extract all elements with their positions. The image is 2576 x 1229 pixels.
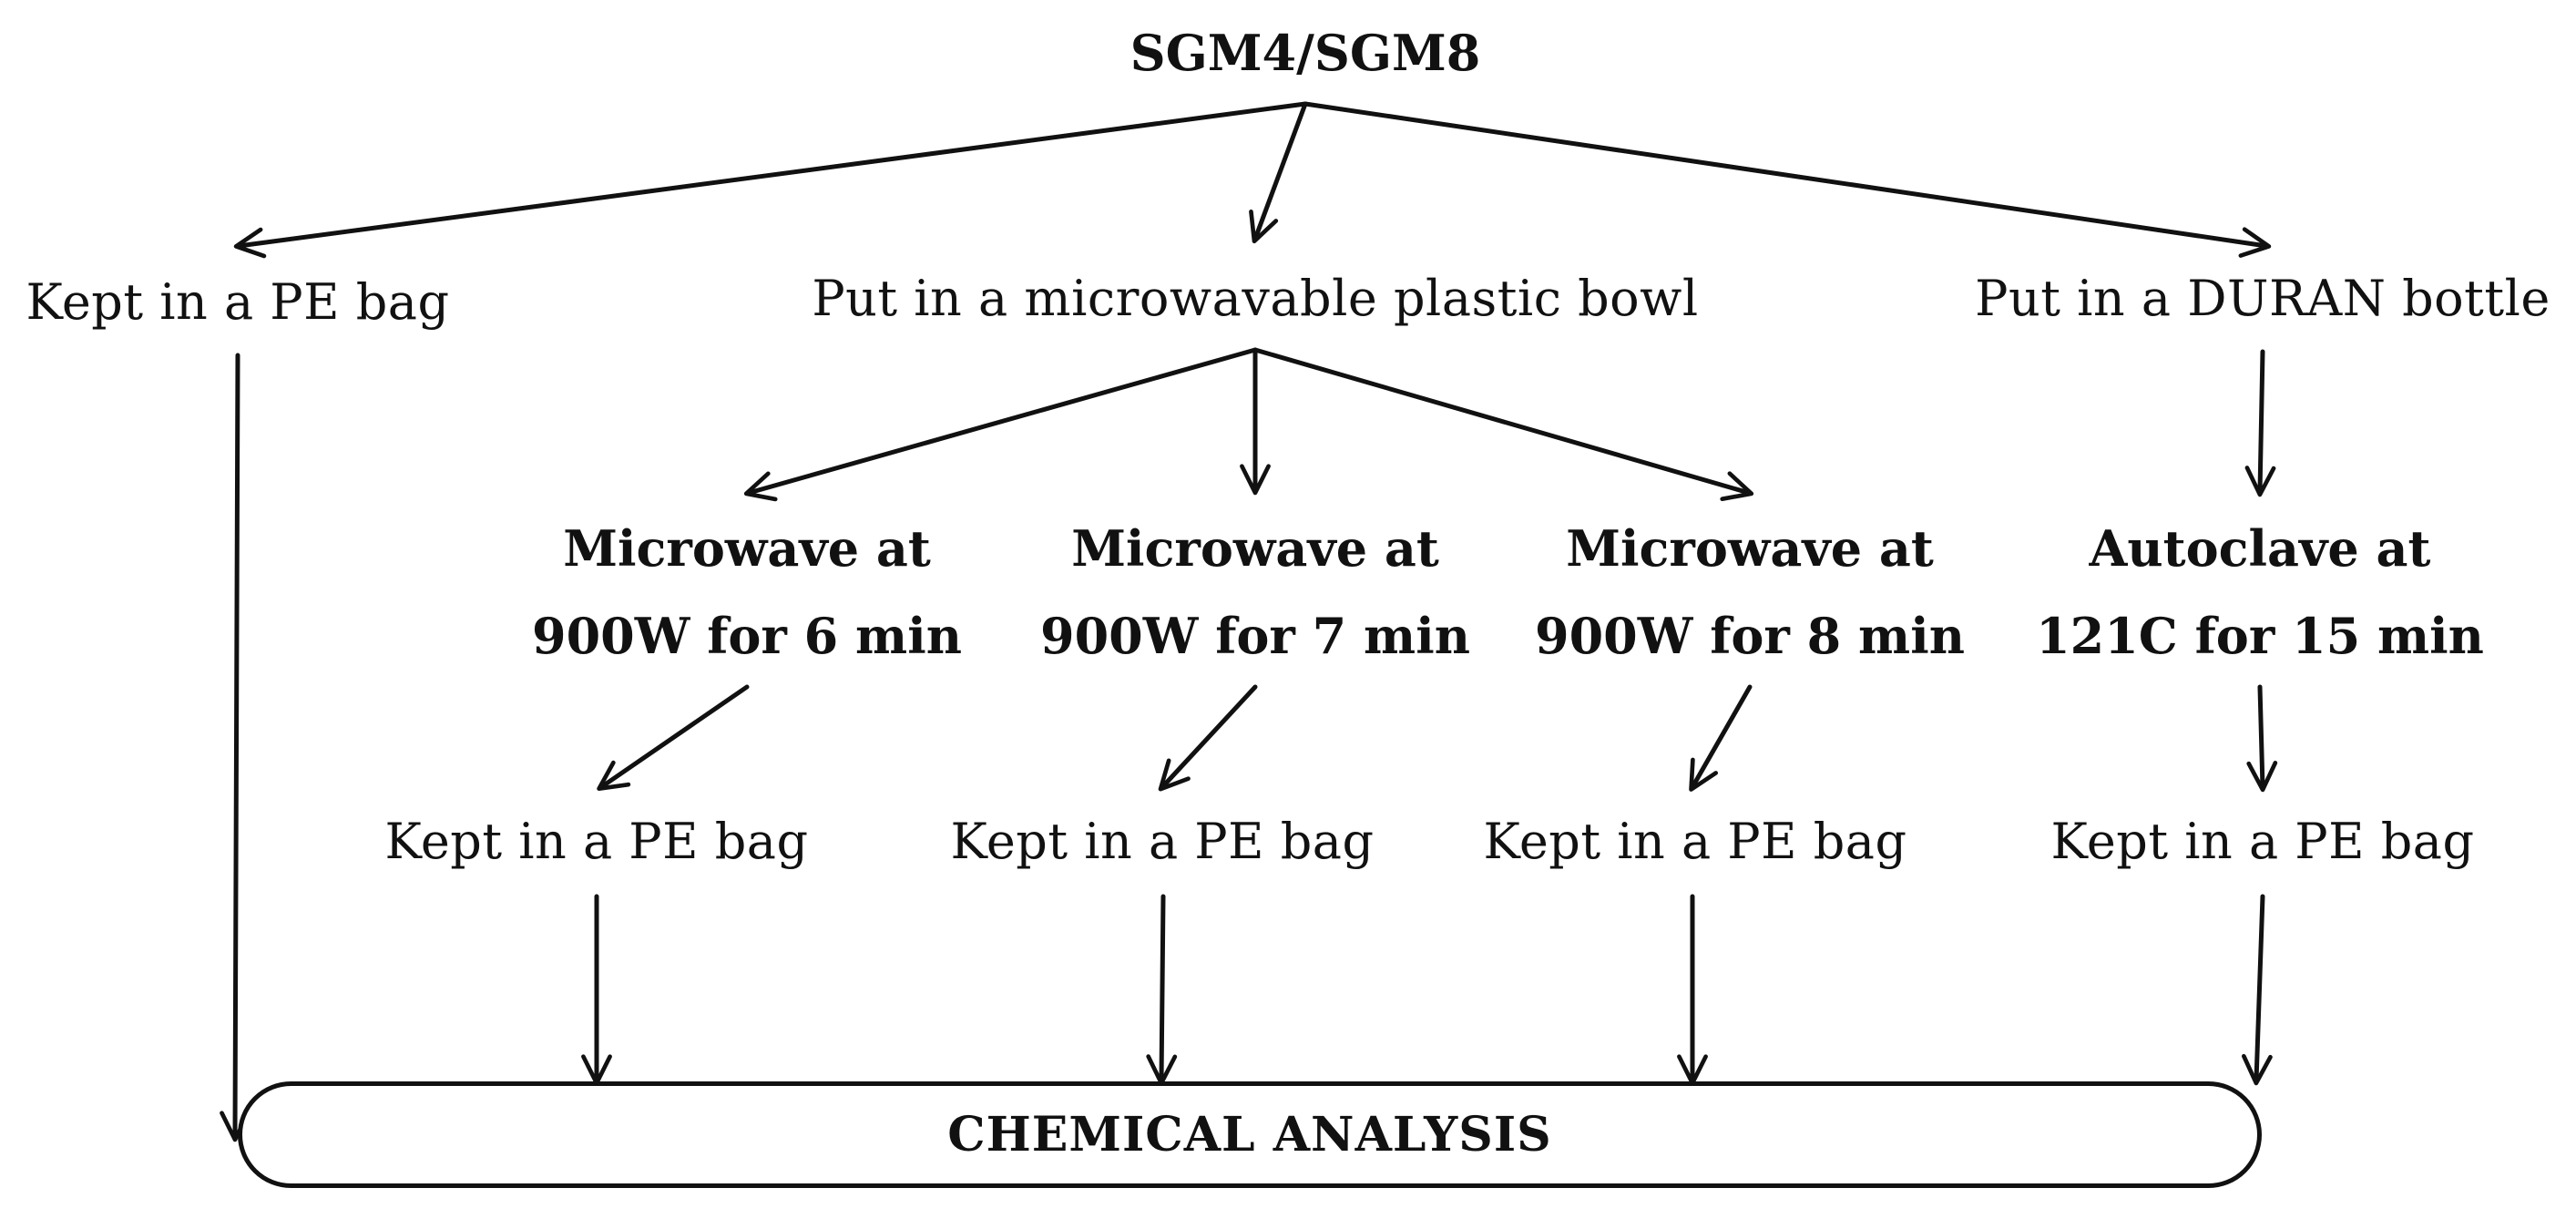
branch-microwavable-bowl: Put in a microwavable plastic bowl [812, 270, 1699, 327]
arrow-storage-4-to-analysis [2242, 894, 2273, 1086]
root-node: SGM4/SGM8 [1130, 24, 1481, 82]
storage-pe-bag-2: Kept in a PE bag [950, 813, 1375, 870]
arrow-bowl-to-microwave-8 [1252, 347, 1754, 502]
treatment-microwave-7-min: Microwave at 900W for 7 min [1040, 505, 1470, 680]
arrow-microwave-8-to-storage [1689, 684, 1753, 792]
treatment-line-1: Microwave at [1566, 519, 1934, 578]
treatment-line-2: 121C for 15 min [2036, 607, 2484, 665]
branch-pe-bag: Kept in a PE bag [26, 273, 450, 331]
branch-duran-bottle: Put in a DURAN bottle [1975, 270, 2550, 327]
storage-pe-bag-1: Kept in a PE bag [384, 813, 809, 870]
chemical-analysis-label: CHEMICAL ANALYSIS [947, 1107, 1552, 1162]
treatment-line-1: Microwave at [563, 519, 931, 578]
arrow-root-to-pe-bag [233, 101, 1308, 259]
arrow-root-to-duran [1303, 101, 2272, 258]
chemical-analysis-box: CHEMICAL ANALYSIS [238, 1081, 2262, 1188]
arrow-storage-2-to-analysis [1146, 894, 1178, 1086]
treatment-line-2: 900W for 7 min [1040, 607, 1470, 665]
arrow-duran-to-autoclave [2244, 349, 2276, 497]
arrow-microwave-7-to-storage [1158, 684, 1258, 792]
arrow-bowl-to-microwave-6 [743, 347, 1258, 502]
treatment-microwave-6-min: Microwave at 900W for 6 min [532, 505, 962, 680]
storage-pe-bag-4: Kept in a PE bag [2050, 813, 2475, 870]
treatment-line-1: Autoclave at [2089, 519, 2431, 578]
arrow-root-to-bowl [1249, 101, 1308, 244]
storage-pe-bag-3: Kept in a PE bag [1483, 813, 1907, 870]
treatment-microwave-8-min: Microwave at 900W for 8 min [1535, 505, 1965, 680]
treatment-line-2: 900W for 6 min [532, 607, 962, 665]
treatment-line-1: Microwave at [1071, 519, 1439, 578]
arrow-autoclave-to-storage [2246, 684, 2278, 793]
arrow-microwave-6-to-storage [597, 684, 750, 791]
treatment-autoclave-15-min: Autoclave at 121C for 15 min [2036, 505, 2484, 680]
arrow-pe-bag-to-analysis [220, 353, 251, 1142]
treatment-line-2: 900W for 8 min [1535, 607, 1965, 665]
